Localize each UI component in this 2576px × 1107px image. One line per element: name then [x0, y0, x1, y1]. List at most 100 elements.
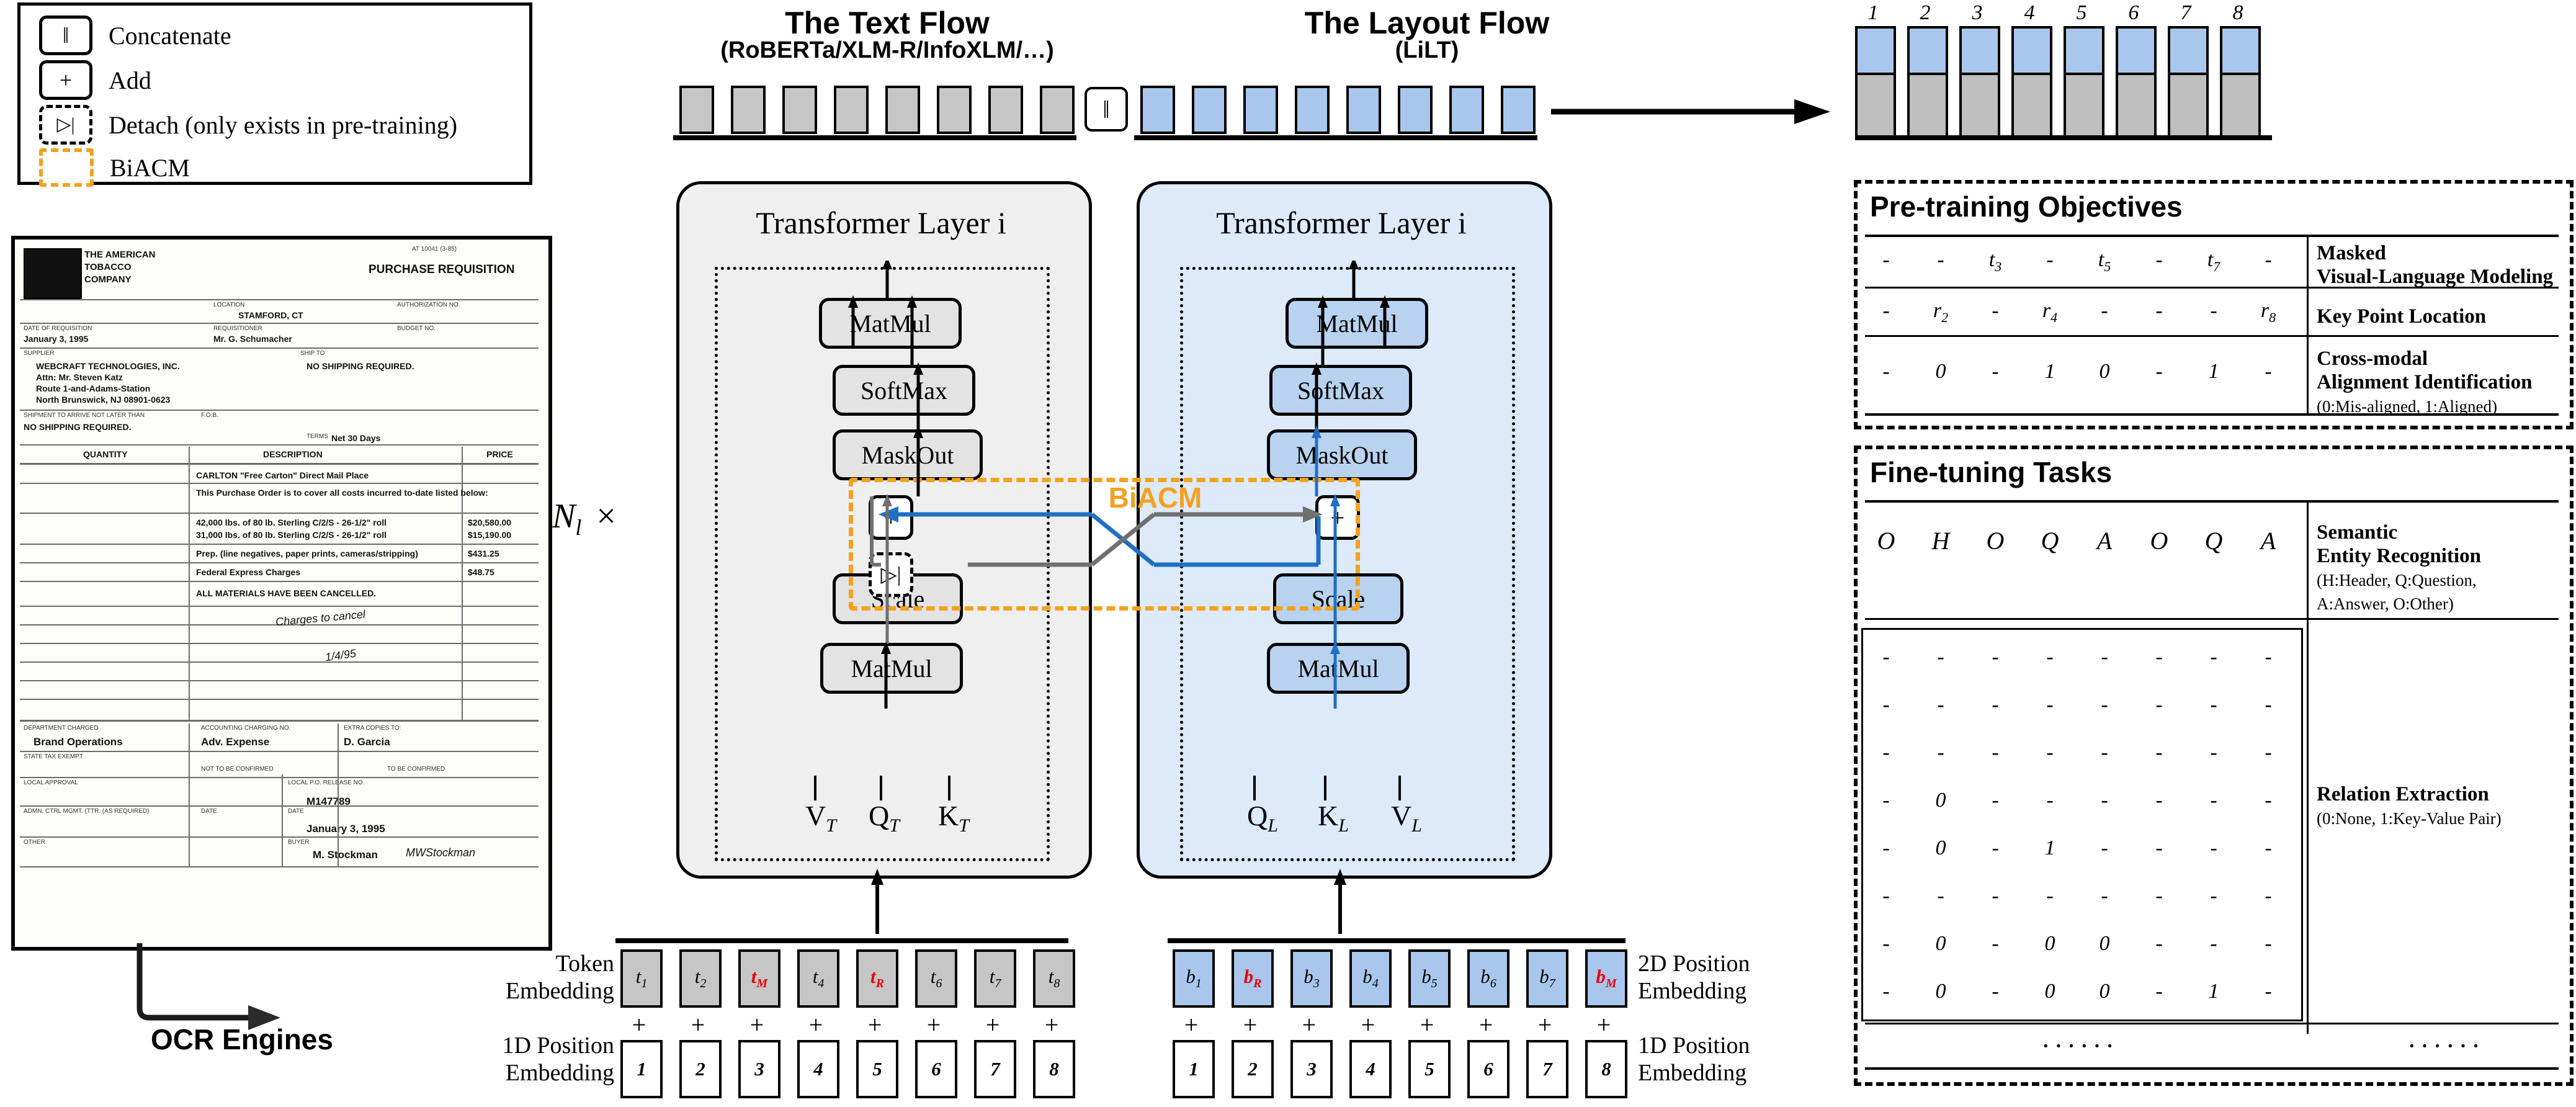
text-position-1: 1 [620, 1040, 663, 1098]
doc-signature: MWStockman [406, 846, 476, 859]
ellipsis-right: ······ [2407, 1031, 2484, 1061]
doc-location-value: STAMFORD, CT [238, 310, 303, 320]
document-thumbnail: THE AMERICAN TOBACCO COMPANY AT 10041 (3… [11, 236, 552, 951]
doc-extra-label: EXTRA COPIES TO: [344, 725, 401, 732]
ser-cell-7: Q [2204, 527, 2223, 555]
re-cell-r1c6: - [2155, 645, 2163, 668]
re-cell-r6c3: - [1992, 884, 1999, 907]
pretraining-cell-r1c6: - [2155, 248, 2163, 271]
ser-cell-2: H [1931, 527, 1950, 555]
pretraining-cell-r1c1: - [1882, 248, 1890, 271]
re-cell-r5c3: - [1992, 836, 1999, 859]
output-arrow [1551, 99, 1830, 124]
doc-arrive-label: SHIPMENT TO ARRIVE NOT LATER THAN [24, 412, 145, 419]
bar-index-5: 5 [2076, 1, 2087, 24]
output-bar-4 [2011, 26, 2052, 137]
ser-cell-6: O [2150, 527, 2168, 555]
layout-token-8: bM [1585, 949, 1627, 1008]
doc-supplier-label: SUPPLIER [24, 350, 55, 357]
add-glyph: + [59, 68, 73, 92]
re-cell-r4c7: - [2210, 789, 2217, 812]
bar-bottom-segment [2118, 75, 2154, 137]
doc-row2-price: $20,580.00 [468, 518, 512, 527]
layer-repeat-label: Nl × [552, 497, 616, 540]
re-cell-r1c7: - [2210, 645, 2217, 668]
re-cell-r5c7: - [2210, 836, 2217, 859]
re-cell-r5c5: - [2101, 836, 2108, 859]
doc-terms-value: Net 30 Days [331, 433, 381, 443]
output-bar-3 [1959, 26, 2000, 137]
pretraining-cell-r3c2: 0 [1935, 360, 1946, 383]
layout-flow-arrows [1312, 261, 1390, 709]
ellipsis-left: ······ [2041, 1031, 2118, 1061]
bar-bottom-segment [2222, 75, 2258, 137]
re-cell-r8c4: 0 [2044, 980, 2055, 1003]
re-cell-r8c8: - [2265, 980, 2272, 1003]
output-bar-6 [2116, 26, 2157, 137]
layout-token-6: b6 [1467, 949, 1509, 1008]
text-output-cell [988, 86, 1023, 134]
re-cell-r8c7: 1 [2208, 980, 2219, 1003]
text-output-cell [885, 86, 920, 134]
text-matmul-top: MatMul [819, 298, 962, 349]
doc-row0-desc: CARLTON "Free Carton" Direct Mail Place [196, 470, 369, 480]
layout-position-7: 7 [1526, 1040, 1568, 1098]
re-cell-r7c2: 0 [1935, 932, 1946, 955]
concat-op: ‖ [1085, 87, 1128, 132]
text-token-4: t4 [797, 949, 839, 1008]
bar-top-segment [2118, 29, 2154, 76]
re-cell-r5c1: - [1882, 836, 1890, 859]
biacm-icon [39, 148, 94, 187]
layout-output-cell [1398, 86, 1433, 134]
layout-plus-2: + [1243, 1011, 1258, 1039]
legend-box: ‖ Concatenate + Add ▷| Detach (only exis… [17, 2, 532, 187]
ser-cell-3: O [1986, 527, 2005, 555]
layout-input-v: VL [1391, 800, 1422, 836]
pretraining-cell-r3c5: 0 [2099, 360, 2110, 383]
re-cell-r6c6: - [2155, 884, 2163, 907]
re-cell-r8c3: - [1992, 980, 1999, 1003]
text-position-6: 6 [915, 1040, 957, 1098]
layout-output-cell [1449, 86, 1484, 134]
pretraining-cell-r2c1: - [1882, 299, 1890, 322]
doc-budget-label: BUDGET NO. [397, 325, 436, 332]
layout-position-4: 4 [1349, 1040, 1392, 1098]
re-cell-r6c7: - [2210, 884, 2217, 907]
bar-index-4: 4 [2024, 1, 2035, 24]
doc-date-value2: January 3, 1995 [306, 823, 385, 835]
add-icon: + [39, 60, 92, 100]
layout-token-5: b5 [1408, 949, 1451, 1008]
layout-position-2: 2 [1232, 1040, 1274, 1098]
ser-cell-8: A [2260, 527, 2276, 555]
text-plus-4: + [808, 1011, 823, 1039]
text-output-cell [782, 86, 817, 134]
pretraining-cell-r3c6: - [2155, 360, 2163, 383]
re-cell-r4c1: - [1882, 789, 1890, 812]
doc-auth-label: AUTHORIZATION NO. [397, 302, 460, 308]
pretraining-cell-r1c2: - [1937, 248, 1944, 271]
doc-terms-label: TERMS [306, 433, 328, 440]
output-bar-7 [2168, 26, 2209, 137]
doc-date-value: January 3, 1995 [24, 334, 89, 344]
text-token-2: t2 [679, 949, 722, 1008]
re-cell-r2c5: - [2101, 693, 2108, 716]
text-position-8: 8 [1033, 1040, 1075, 1098]
re-cell-r8c2: 0 [1935, 980, 1946, 1003]
re-cell-r3c4: - [2046, 741, 2054, 764]
text-embedding-rule [615, 938, 1068, 943]
re-cell-r3c8: - [2265, 741, 2272, 764]
pretraining-cell-r3c8: - [2265, 360, 2272, 383]
bar-index-8: 8 [2232, 1, 2243, 24]
layout-plus-5: + [1420, 1011, 1434, 1039]
finetuning-title: Fine-tuning Tasks [1870, 456, 2113, 488]
re-cell-r6c4: - [2046, 884, 2054, 907]
legend-label-detach: Detach (only exists in pre-training) [109, 110, 458, 139]
doc-code: AT 10041 (3-85) [412, 246, 457, 253]
doc-shipto-label: SHIP TO [300, 350, 325, 357]
re-cell-r2c2: - [1937, 693, 1944, 716]
pretraining-cell-r1c8: - [2265, 248, 2272, 271]
layout-maskout: MaskOut [1267, 429, 1417, 480]
legend-label-concatenate: Concatenate [109, 21, 231, 50]
bars-baseline [1855, 135, 2272, 140]
